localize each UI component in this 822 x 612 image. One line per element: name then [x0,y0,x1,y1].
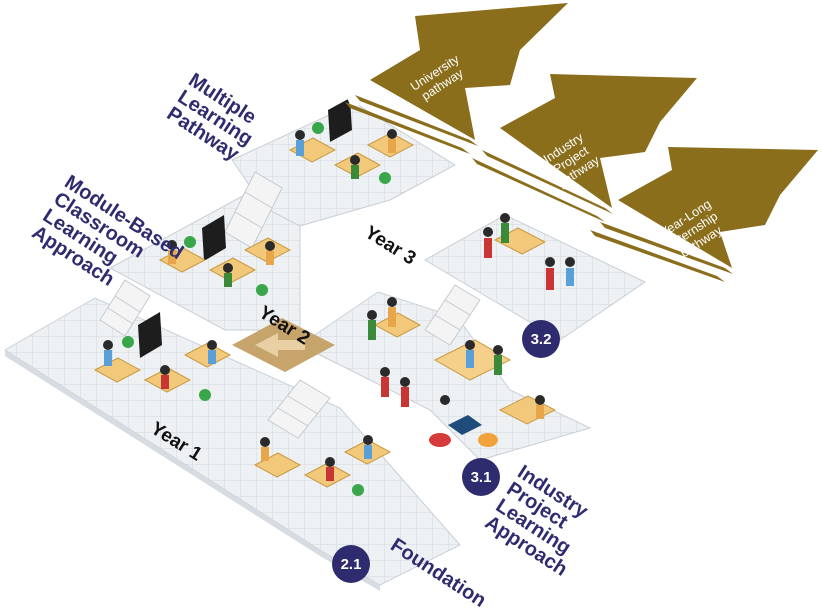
badge-3-2: 3.2 [522,320,560,358]
badge-3-1: 3.1 [462,458,500,496]
stairs-y2-y3 [224,171,283,249]
stairs-y1-y2 [99,279,151,337]
arrow-university [340,3,568,154]
arrow-internship [590,147,818,282]
arrow-industry [472,74,697,222]
screen-year2 [202,215,226,261]
lounge-seats [429,415,498,447]
screen-year1 [138,312,162,358]
platform-32 [424,214,646,341]
floor-arrow-tile [232,318,335,372]
stairs-31-32 [424,284,481,346]
stairs-y1-31 [267,379,331,439]
screen-year3 [328,98,352,142]
badge-2-1: 2.1 [332,545,370,583]
plants [122,122,391,496]
people [103,129,575,481]
